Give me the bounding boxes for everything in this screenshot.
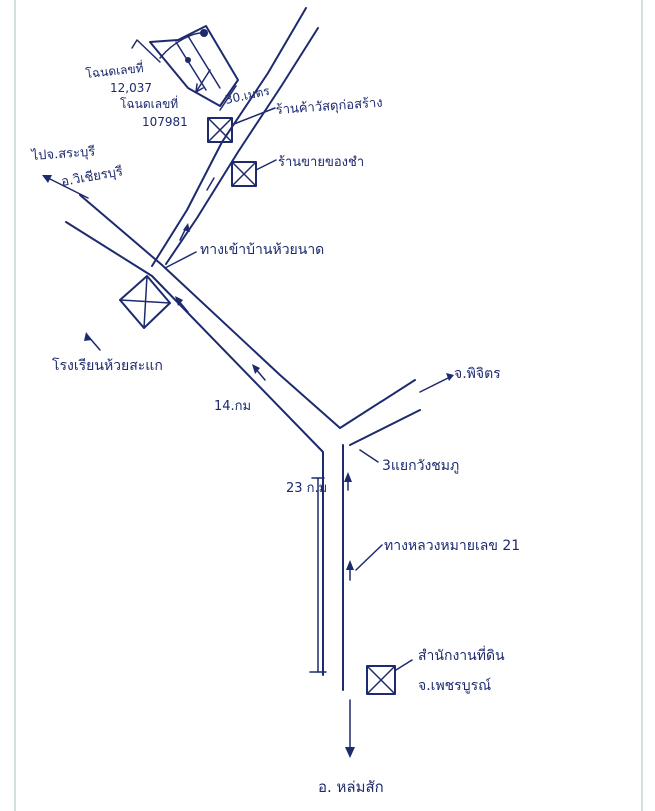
deed-label-bottom: โฉนดเลขที่	[120, 95, 178, 111]
to-wichianburi-label: อ.วิเชียรบุรี	[60, 163, 124, 190]
to-lom-sak-label: อ. หล่มสัก	[318, 778, 384, 796]
junction-label: 3แยกวังชมภู	[382, 458, 459, 474]
road-direction-arrows	[175, 177, 354, 581]
arrow-to-phichit	[419, 373, 454, 393]
construction-store-label: ร้านค้าวัสดุก่อสร้าง	[275, 96, 383, 118]
arrow-to-lom-sak	[345, 699, 355, 758]
arrow-to-wichianburi	[42, 175, 89, 199]
school-label: โรงเรียนห้วยสะแก	[52, 357, 163, 374]
deed-value-bottom: 107981	[142, 115, 188, 129]
distance-label-23km: 23 ก.ม	[286, 481, 327, 496]
entrance-label: ทางเข้าบ้านห้วยนาด	[200, 242, 324, 258]
deed-value-top: 12,037	[110, 81, 152, 95]
sheet-right-edge	[641, 0, 643, 811]
leader-lines	[164, 251, 383, 571]
province-label: จ.เพชรบูรณ์	[418, 677, 491, 694]
school-box	[84, 275, 171, 351]
land-office-label: สำนักงานที่ดิน	[418, 646, 505, 664]
land-office-box	[366, 659, 413, 695]
to-saraburi-label: ไปจ.สระบุรี	[30, 144, 96, 164]
plot-point-icon	[185, 57, 191, 63]
road-to-wichianburi	[65, 194, 421, 691]
grocery-store-label: ร้านขายของชำ	[278, 155, 364, 170]
construction-store-box	[207, 107, 276, 143]
sheet-left-edge	[14, 0, 16, 811]
deed-label-top: โฉนดเลขที่	[85, 59, 145, 81]
distance-bracket-23km	[309, 477, 327, 673]
plot-parcels	[131, 25, 239, 107]
highway-label: ทางหลวงหมายเลข 21	[384, 538, 520, 554]
side-road-to-plot	[151, 7, 319, 267]
distance-arrow-30m	[195, 69, 237, 111]
to-phichit-label: จ.พิจิตร	[454, 366, 501, 382]
distance-label-14km: 14.กม	[214, 399, 251, 414]
grocery-store-box	[231, 159, 277, 187]
